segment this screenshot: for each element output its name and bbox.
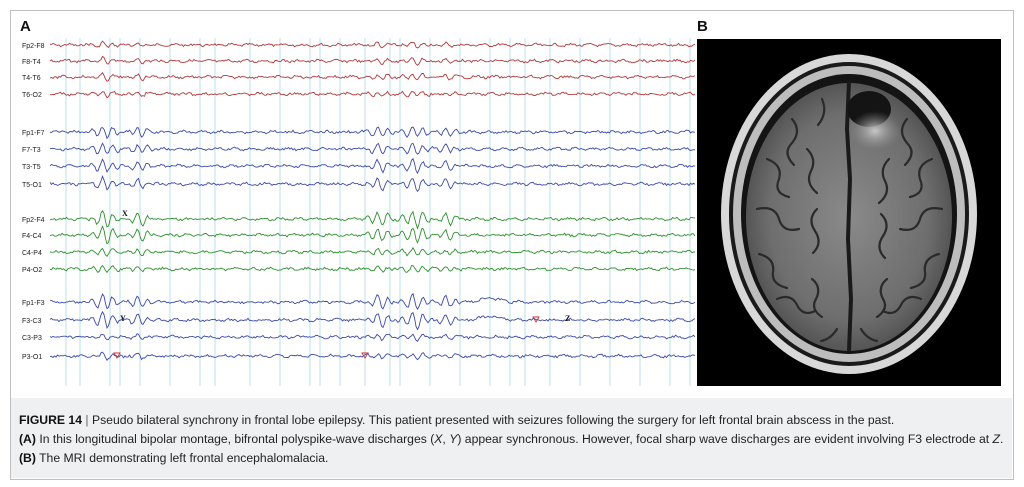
eeg-trace (49, 40, 695, 49)
caption-a-text-2: ) appear synchronous. However, focal sha… (457, 432, 993, 446)
annotation-x: X (122, 209, 128, 218)
eeg-trace (49, 71, 695, 82)
eeg-channel-label: P3-O1 (22, 354, 42, 361)
mri-panel (697, 39, 1001, 386)
eeg-channel-label: T5-O1 (22, 182, 42, 189)
eeg-trace (49, 90, 695, 99)
sulci-pattern (755, 97, 944, 343)
eeg-trace (49, 225, 695, 245)
eeg-trace (49, 351, 695, 361)
eeg-trace (49, 142, 695, 155)
eeg-channel-label: F8-T4 (22, 59, 41, 66)
eeg-trace (49, 174, 695, 193)
eeg-trace (49, 264, 695, 274)
eeg-channel-label: Fp1-F7 (22, 130, 45, 137)
caption-a-text-1: In this longitudinal bipolar montage, bi… (39, 432, 435, 446)
figure-caption: FIGURE 14 | Pseudo bilateral synchrony i… (19, 411, 1004, 468)
eeg-channel-label: T6-O2 (22, 92, 42, 99)
eeg-channel-label: C3-P3 (22, 335, 42, 342)
panel-b-label: B (697, 18, 708, 35)
panel-a-label: A (20, 18, 31, 35)
eeg-channel-label: Fp2-F4 (22, 217, 45, 224)
eeg-trace (49, 333, 695, 342)
caption-background (11, 398, 1012, 478)
eeg-channel-label: T3-T5 (22, 164, 41, 171)
eeg-trace (49, 292, 695, 311)
eeg-trace (49, 246, 695, 258)
eeg-channel-label: Fp1-F3 (22, 300, 45, 307)
caption-a-z: Z (992, 432, 1000, 446)
eeg-trace (49, 210, 695, 230)
caption-b-tag: (B) (19, 451, 36, 465)
figure-label: FIGURE 14 (19, 413, 82, 427)
eeg-channel-label: F4-C4 (22, 233, 42, 240)
eeg-trace (49, 157, 695, 175)
caption-a-tag: (A) (19, 432, 36, 446)
eeg-channel-label: Fp2-F8 (22, 43, 45, 50)
eeg-channel-label: T4-T6 (22, 75, 41, 82)
eeg-trace (49, 126, 695, 140)
caption-a-y: Y (449, 432, 458, 446)
annotation-z: Z (565, 314, 570, 323)
eeg-trace (49, 55, 695, 66)
annotation-y: Y (120, 314, 126, 323)
event-marker-icon (113, 352, 121, 359)
event-marker-icon (532, 316, 540, 323)
caption-separator: | (85, 413, 89, 427)
mri-axial-image (697, 39, 1001, 386)
caption-a-end: . (999, 432, 1004, 446)
caption-a-comma: , (442, 432, 450, 446)
event-marker-icon (361, 352, 369, 359)
caption-b-text: The MRI demonstrating left frontal encep… (39, 451, 329, 465)
caption-title: Pseudo bilateral synchrony in frontal lo… (91, 413, 895, 427)
eeg-trace (49, 310, 695, 331)
eeg-channel-label: F3-C3 (22, 318, 42, 325)
eeg-channel-label: F7-T3 (22, 147, 41, 154)
eeg-channel-label: P4-O2 (22, 267, 42, 274)
eeg-channel-label: C4-P4 (22, 250, 42, 257)
eeg-tracing: Fp2-F8F8-T4T4-T6T6-O2Fp1-F7F7-T3T3-T5T5-… (22, 38, 695, 386)
caption-a-x: X (434, 432, 443, 446)
